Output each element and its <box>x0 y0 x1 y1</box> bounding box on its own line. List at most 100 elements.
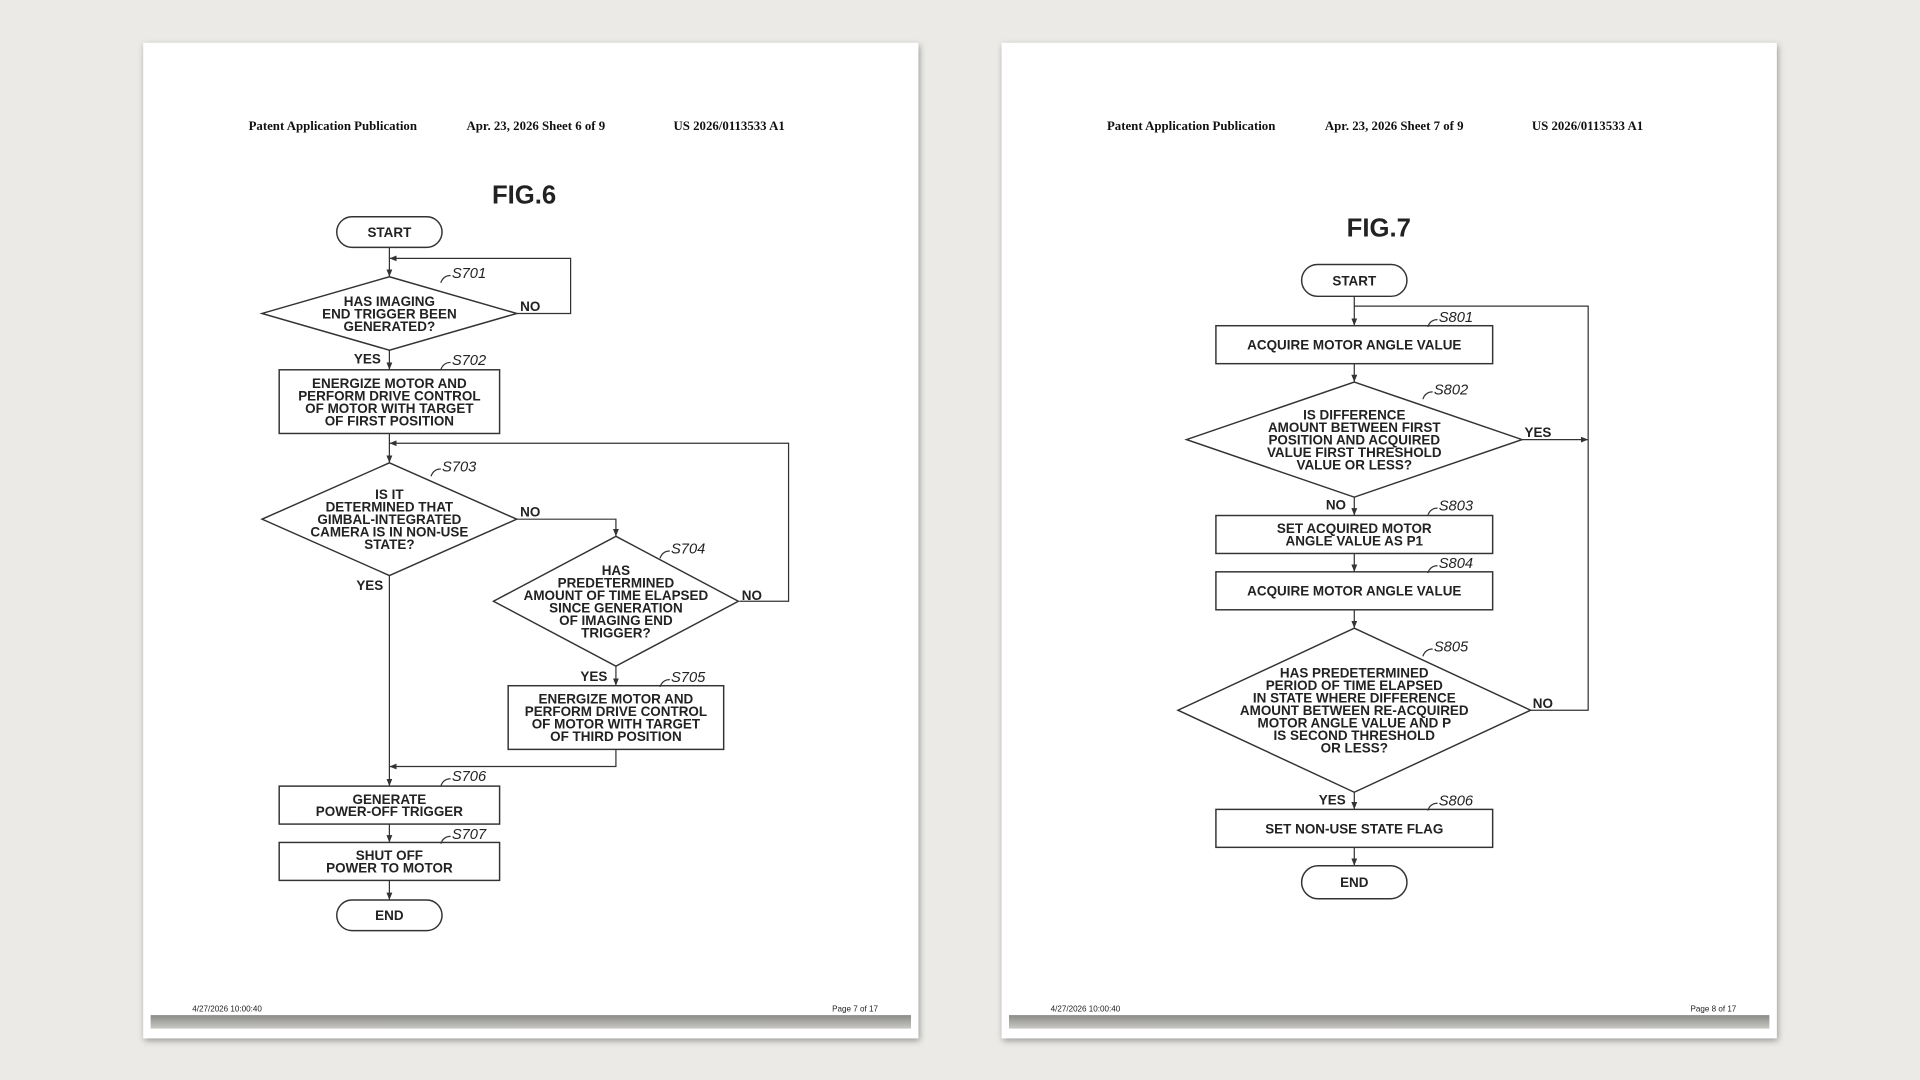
s804-process-box <box>1215 571 1494 611</box>
header-patent-number: US 2026/0113533 A1 <box>1532 119 1643 133</box>
connector-line <box>389 255 572 315</box>
patent-page-sheet-7: Patent Application Publication Apr. 23, 2… <box>1001 42 1777 1039</box>
node-text-line: ENERGIZE MOTOR AND <box>312 376 467 391</box>
header-patent-number: US 2026/0113533 A1 <box>673 119 784 133</box>
leader-line <box>1427 318 1438 328</box>
leader-line <box>1422 391 1433 400</box>
leader-line <box>1427 507 1438 516</box>
step-label: S706 <box>452 769 487 785</box>
footer-page-number: Page 7 of 17 <box>832 1004 878 1013</box>
header-publication: Patent Application Publication <box>249 119 417 133</box>
step-label: S801 <box>1439 310 1473 326</box>
branch-label-s805-yes: YES <box>1319 792 1346 807</box>
end-terminal <box>336 899 443 932</box>
page-bottom-bar <box>150 1015 912 1029</box>
leader-line <box>440 274 451 284</box>
node-text-line: POSITION AND ACQUIRED <box>1268 432 1440 447</box>
connector-line <box>389 749 617 770</box>
branch-label-s704-yes: YES <box>580 669 607 684</box>
node-text-line: OF THIRD POSITION <box>550 729 682 744</box>
node-text-line: DETERMINED THAT <box>326 500 454 515</box>
node-text-line: ENERGIZE MOTOR AND <box>539 692 694 707</box>
footer-timestamp: 4/27/2026 10:00:40 <box>192 1004 262 1013</box>
step-label: S703 <box>442 459 477 475</box>
node-text-line: AMOUNT OF TIME ELAPSED <box>524 588 709 603</box>
branch-label-s703-no: NO <box>520 505 540 520</box>
node-text-line: OF MOTOR WITH TARGET <box>305 401 474 416</box>
node-text-line: IN STATE WHERE DIFFERENCE <box>1253 691 1456 706</box>
connector-line <box>1354 305 1589 439</box>
header-publication: Patent Application Publication <box>1107 119 1275 133</box>
node-text-line: GENERATE <box>353 792 427 807</box>
end-terminal <box>1300 864 1408 900</box>
node-text-line: OF IMAGING END <box>559 613 673 628</box>
step-label: S806 <box>1439 794 1474 810</box>
leader-line <box>1427 802 1438 811</box>
node-text-line: SET ACQUIRED MOTOR <box>1277 521 1432 536</box>
connector-line <box>1530 438 1589 711</box>
branch-label-s703-yes: YES <box>356 578 383 593</box>
step-label: S702 <box>452 353 486 369</box>
node-text-line: POWER TO MOTOR <box>326 861 453 876</box>
leader-line <box>440 361 451 371</box>
step-label: S704 <box>671 541 705 557</box>
s806-process-box <box>1215 808 1494 849</box>
node-text-line: POWER-OFF TRIGGER <box>316 804 464 819</box>
node-text-line: ACQUIRE MOTOR ANGLE VALUE <box>1247 338 1461 353</box>
node-text-line: OF MOTOR WITH TARGET <box>532 717 701 732</box>
leader-line <box>440 778 451 787</box>
node-text-line: SHUT OFF <box>356 848 423 863</box>
step-label: S804 <box>1439 556 1473 572</box>
node-text-line: START <box>367 225 412 240</box>
node-text-line: PERFORM DRIVE CONTROL <box>525 704 707 719</box>
leader-line <box>1422 648 1433 657</box>
node-text-line: HAS IMAGING <box>344 294 435 309</box>
node-text-line: IS SECOND THRESHOLD <box>1274 728 1436 743</box>
s803-process-box <box>1215 514 1494 555</box>
connector-line <box>389 440 790 602</box>
step-label: S705 <box>671 670 706 686</box>
node-text-line: SINCE GENERATION <box>549 600 683 615</box>
step-label: S803 <box>1439 499 1474 515</box>
patent-page-sheet-6: Patent Application Publication Apr. 23, 2… <box>143 42 919 1039</box>
leader-line <box>440 835 451 844</box>
branch-label-s701-yes: YES <box>354 352 381 367</box>
s706-process-box <box>278 785 501 825</box>
step-label: S701 <box>452 266 486 282</box>
node-text-line: MOTOR ANGLE VALUE AND P <box>1257 716 1451 731</box>
node-text-line: HAS <box>602 563 630 578</box>
node-text-line: ACQUIRE MOTOR ANGLE VALUE <box>1247 584 1461 599</box>
branch-label-s805-no: NO <box>1533 696 1553 711</box>
node-text-line: ANGLE VALUE AS P1 <box>1286 534 1424 549</box>
node-text-line: SET NON-USE STATE FLAG <box>1265 821 1443 836</box>
header-date-sheet: Apr. 23, 2026 Sheet 6 of 9 <box>467 119 606 133</box>
s801-process-box <box>1215 324 1494 365</box>
node-text-line: AMOUNT BETWEEN RE-ACQUIRED <box>1240 703 1469 718</box>
node-text-line: PERFORM DRIVE CONTROL <box>298 388 480 403</box>
node-text-line: VALUE OR LESS? <box>1296 457 1412 472</box>
node-text-line: PREDETERMINED <box>558 575 675 590</box>
header-date-sheet: Apr. 23, 2026 Sheet 7 of 9 <box>1325 119 1464 133</box>
branch-label-s704-no: NO <box>742 588 762 603</box>
leader-line <box>659 550 670 559</box>
footer-page-number: Page 8 of 17 <box>1690 1004 1736 1013</box>
node-text-line: AMOUNT BETWEEN FIRST <box>1268 420 1441 435</box>
branch-label-s802-no: NO <box>1326 497 1346 512</box>
node-text-line: IS IT <box>375 487 404 502</box>
leader-line <box>430 468 441 477</box>
node-text-line: PERIOD OF TIME ELAPSED <box>1266 678 1443 693</box>
connector-line <box>516 518 619 537</box>
page-bottom-bar <box>1008 1015 1770 1029</box>
node-text-line: OR LESS? <box>1321 741 1388 756</box>
leader-line <box>1427 565 1438 574</box>
node-text-line: IS DIFFERENCE <box>1303 408 1405 423</box>
step-label: S707 <box>452 827 487 843</box>
step-label: S802 <box>1434 382 1468 398</box>
branch-label-s802-yes: YES <box>1524 425 1551 440</box>
footer-timestamp: 4/27/2026 10:00:40 <box>1051 1004 1121 1013</box>
leader-line <box>659 678 670 688</box>
figure-title: FIG.6 <box>492 181 556 209</box>
node-text-line: GENERATED? <box>344 319 436 334</box>
node-text-line: OF FIRST POSITION <box>325 413 454 428</box>
